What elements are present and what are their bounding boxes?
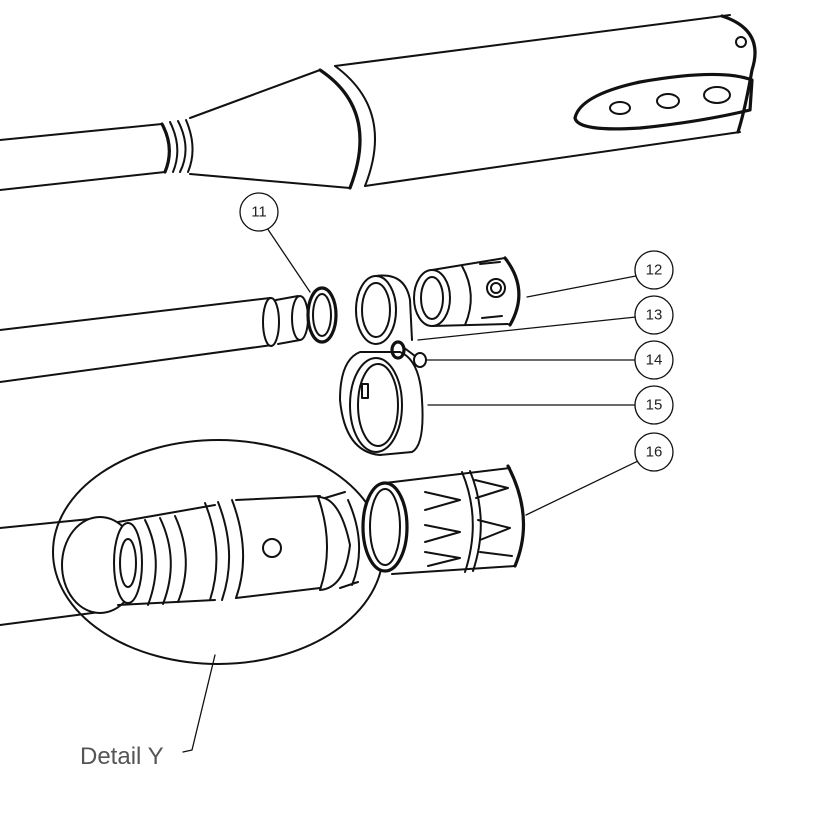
leader-13 bbox=[417, 316, 637, 341]
part-15-clamp-ring bbox=[339, 274, 424, 456]
callout-13: 13 bbox=[634, 295, 674, 335]
upper-tube bbox=[0, 14, 757, 191]
callout-16: 16 bbox=[634, 432, 674, 472]
leader-lines bbox=[182, 227, 641, 753]
callout-14-number: 14 bbox=[646, 352, 663, 369]
callout-12-number: 12 bbox=[646, 262, 663, 279]
leader-16 bbox=[525, 459, 641, 516]
detail-y-label: Detail Y bbox=[80, 743, 164, 770]
part-14-washer bbox=[413, 352, 427, 368]
middle-tube bbox=[0, 295, 309, 383]
callout-14: 14 bbox=[634, 340, 674, 380]
callout-15-number: 15 bbox=[646, 397, 663, 414]
leader-detail-y bbox=[182, 654, 216, 753]
callout-16-number: 16 bbox=[646, 444, 663, 461]
callout-13-number: 13 bbox=[646, 307, 663, 324]
lower-tube-detail bbox=[0, 439, 384, 665]
callout-11: 11 bbox=[239, 192, 279, 232]
callout-11-number: 11 bbox=[251, 204, 267, 221]
part-11-o-ring bbox=[306, 286, 338, 344]
leader-12 bbox=[526, 275, 637, 298]
part-13-screw bbox=[390, 340, 416, 360]
part-12-collet bbox=[413, 256, 521, 327]
leader-11 bbox=[266, 227, 311, 293]
part-16-knurled-nut bbox=[361, 464, 526, 575]
callout-15: 15 bbox=[634, 385, 674, 425]
callout-12: 12 bbox=[634, 250, 674, 290]
